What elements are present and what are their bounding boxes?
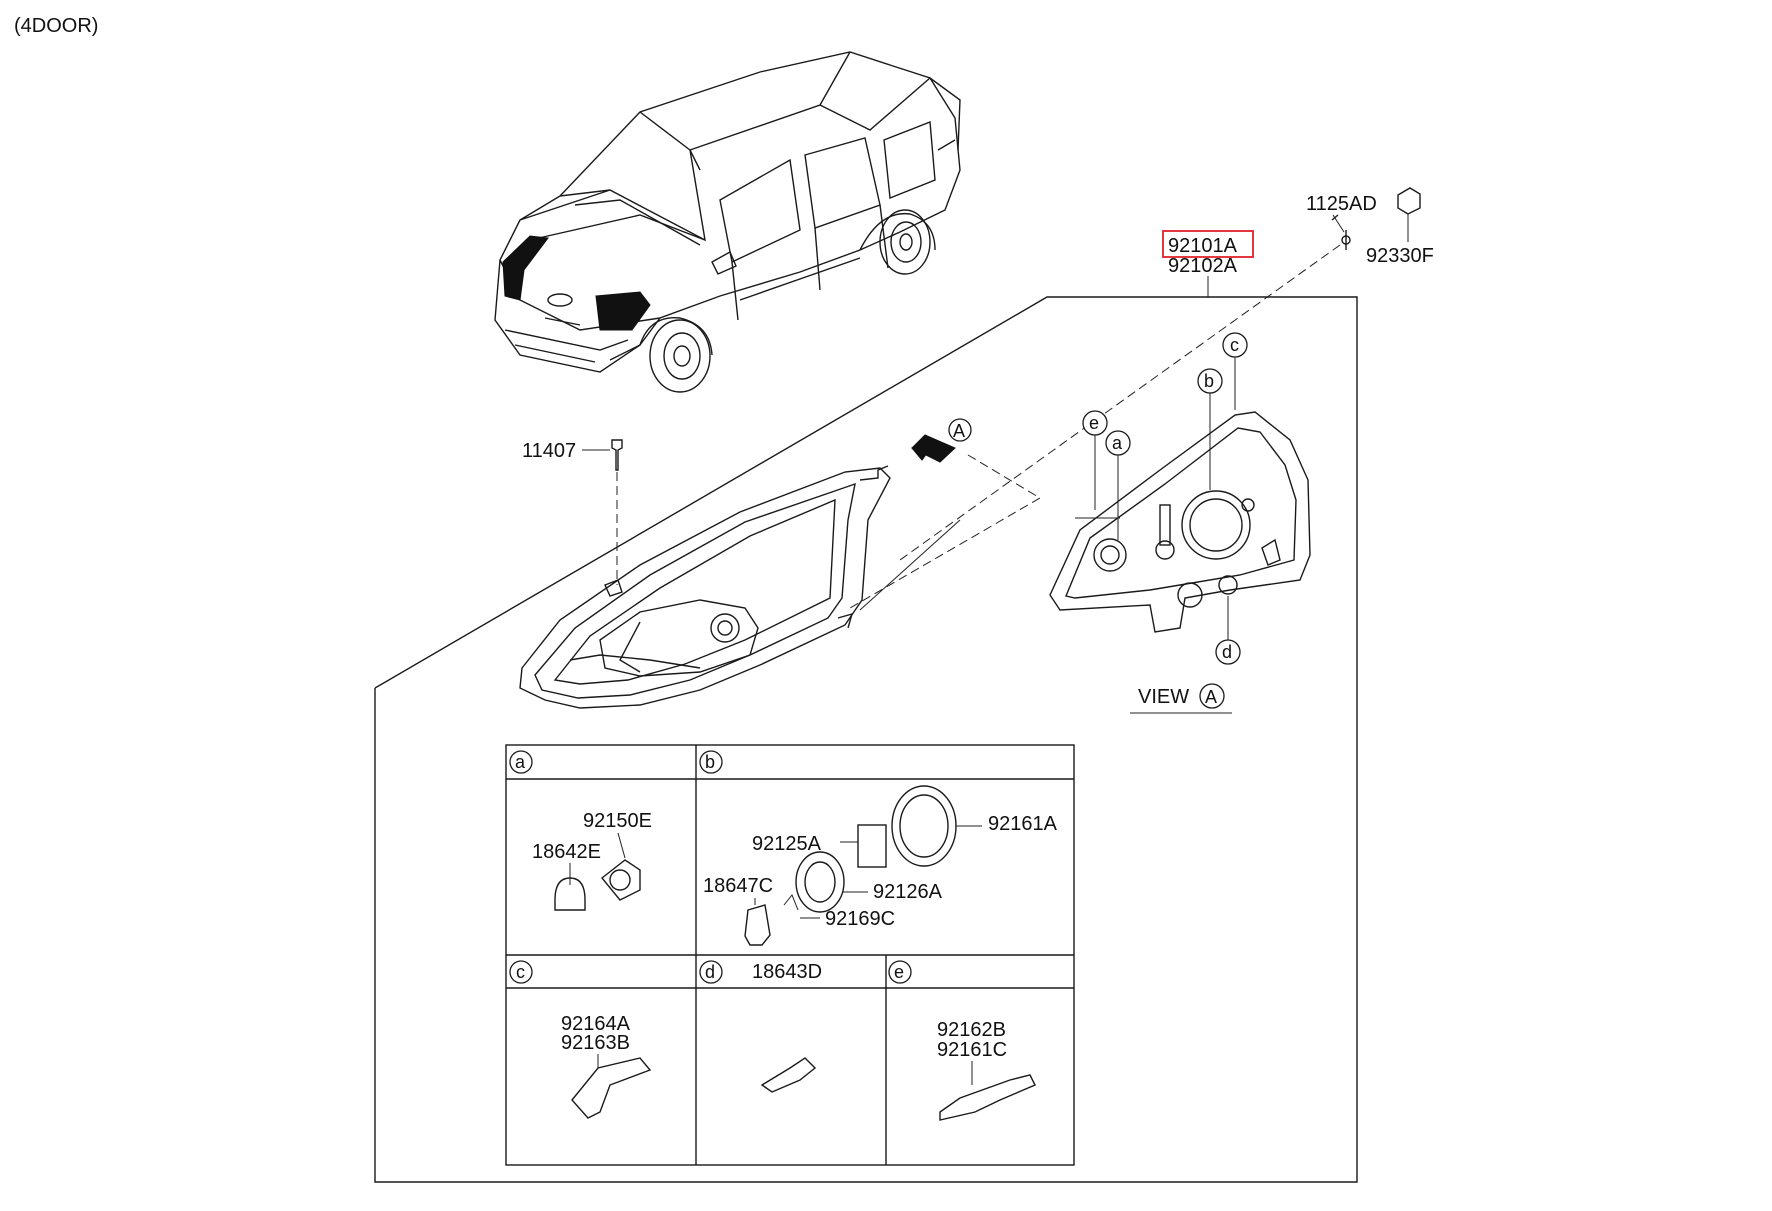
cap-icon [795,851,845,913]
table-cell-e: e 92162B 92161C [888,960,1036,1121]
svg-text:c: c [1230,335,1239,355]
view-arrow-icon [911,434,956,463]
table-cell-d: d 18643D [699,960,822,1093]
socket-icon [601,859,641,901]
assembly-line-view [849,454,1041,609]
svg-text:b: b [705,752,715,772]
callout-a: a [1105,430,1131,540]
callout-e: e [1082,410,1108,510]
part-label-92161a: 92161A [988,813,1058,835]
assembly-line-screw [899,244,1341,561]
view-label-letter: A [1205,687,1217,707]
screw-and-clip: 1125AD 92330F [1306,187,1434,267]
part-label-18647c: 18647C [703,875,773,897]
view-arrow: A [911,418,972,463]
view-arrow-letter: A [953,421,965,441]
part-label-92163b: 92163B [561,1032,630,1054]
main-part-labels: 92101A 92102A [1162,230,1254,297]
parts-table [505,744,1075,1166]
table-cell-c: c 92164A 92163B [509,960,652,1119]
bolt-11407: 11407 [522,439,623,585]
wedge-bulb-icon [760,1057,817,1093]
part-label-92126a: 92126A [873,881,943,903]
callout-d: d [1215,596,1241,665]
callout-c: c [1222,332,1248,410]
part-label-92169c: 92169C [825,908,895,930]
part-label-92164a: 92164A [561,1013,631,1035]
part-label-92162b: 92162B [937,1019,1006,1041]
part-label-92330f: 92330F [1366,245,1434,267]
view-label-prefix: VIEW [1138,686,1189,708]
holder-icon [939,1074,1036,1121]
bolt-icon [611,439,623,471]
svg-text:a: a [1112,433,1123,453]
part-label-92101a: 92101A [1168,235,1238,257]
part-label-92125a: 92125A [752,833,822,855]
part-label-92150e: 92150E [583,810,652,832]
headlight-assembly [519,465,961,709]
bulb-icon [554,877,586,911]
highlight-box [1162,230,1254,258]
svg-text:d: d [1222,642,1232,662]
part-label-92161c: 92161C [937,1039,1007,1061]
part-label-11407: 11407 [522,440,576,462]
halogen-bulb-icon [744,904,771,946]
svg-text:e: e [1089,413,1099,433]
part-label-92102a: 92102A [1168,255,1238,277]
svg-text:b: b [1204,371,1214,391]
view-a-drawing [1049,411,1311,633]
bracket-icon [571,1057,652,1119]
svg-text:d: d [705,962,715,982]
svg-text:c: c [516,962,525,982]
part-label-18642e: 18642E [532,841,601,863]
part-label-18643d: 18643D [752,961,822,983]
svg-text:e: e [894,962,904,982]
table-cell-a: a 92150E 18642E [509,750,652,911]
gasket-icon [857,824,887,868]
part-label-1125ad: 1125AD [1306,193,1377,215]
ring-icon [891,785,957,867]
clip-icon [1397,187,1421,215]
variant-label: (4DOOR) [14,15,98,37]
main-frame [374,296,1358,1183]
car-illustration [494,51,961,393]
view-a-label: VIEW A [1130,683,1232,714]
table-cell-b: b 92161A 92125A 18647C 92126A 92169C [699,750,1058,946]
svg-text:a: a [515,752,526,772]
callout-b: b [1197,368,1223,490]
